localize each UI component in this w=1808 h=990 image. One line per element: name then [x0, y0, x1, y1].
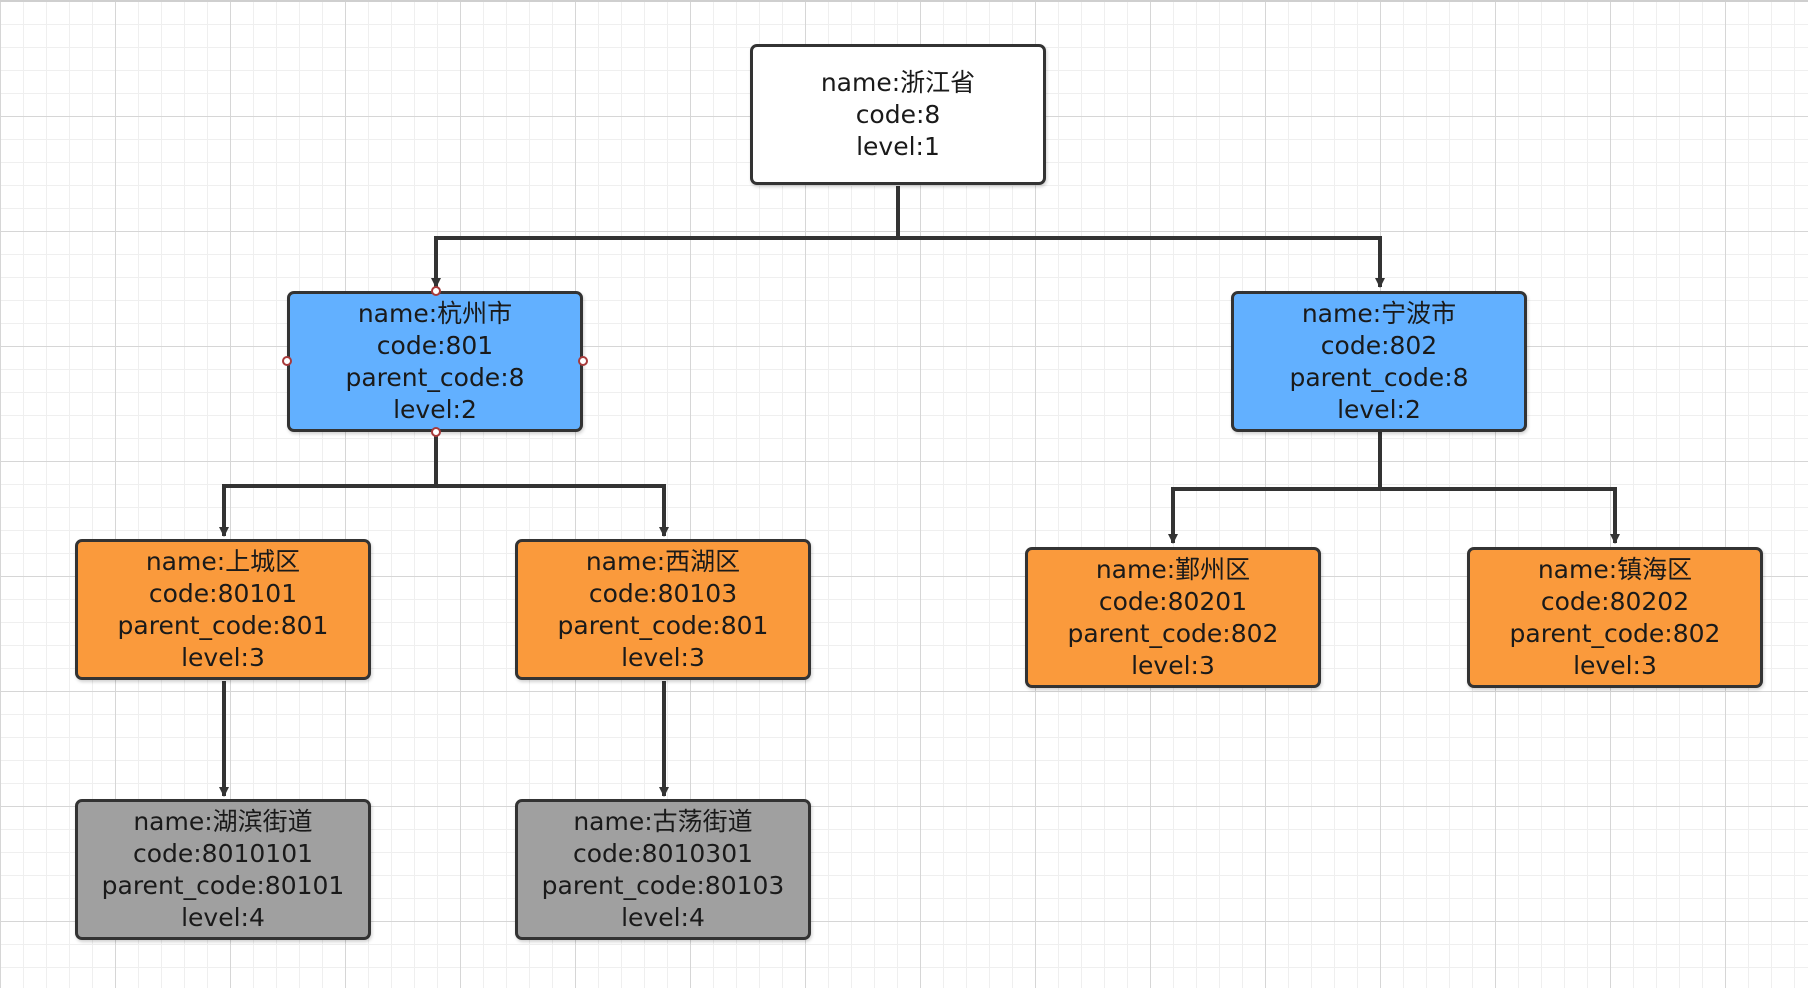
- node-name: name:上城区: [145, 546, 301, 576]
- edge-hangzhou-xihu: [436, 484, 669, 537]
- node-code: code:8: [855, 99, 941, 129]
- node-name: name:鄞州区: [1095, 554, 1251, 584]
- connection-handle-left[interactable]: [282, 356, 292, 366]
- edge-ningbo-zhenhai: [1380, 487, 1620, 544]
- node-shangcheng[interactable]: name:上城区 code:80101 parent_code:801 leve…: [75, 539, 371, 680]
- node-level: level:3: [621, 642, 705, 672]
- node-level: level:4: [181, 902, 265, 932]
- node-parent-code: parent_code:80101: [101, 870, 345, 900]
- node-name: name:西湖区: [585, 546, 741, 576]
- node-parent-code: parent_code:802: [1067, 618, 1279, 648]
- node-parent-code: parent_code:80103: [541, 870, 785, 900]
- node-level: level:1: [856, 131, 940, 161]
- node-level: level:3: [1573, 650, 1657, 680]
- node-hangzhou[interactable]: name:杭州市 code:801 parent_code:8 level:2: [287, 291, 583, 432]
- connection-handle-top[interactable]: [431, 286, 441, 296]
- connection-handle-bottom[interactable]: [431, 427, 441, 437]
- node-name: name:镇海区: [1537, 554, 1693, 584]
- node-level: level:3: [181, 642, 265, 672]
- node-parent-code: parent_code:801: [557, 610, 769, 640]
- node-code: code:80202: [1540, 586, 1690, 616]
- edge-hangzhou-shangcheng: [219, 432, 438, 537]
- node-level: level:2: [393, 394, 477, 424]
- node-code: code:8010301: [572, 838, 754, 868]
- node-parent-code: parent_code:802: [1509, 618, 1721, 648]
- node-yinzhou[interactable]: name:鄞州区 code:80201 parent_code:802 leve…: [1025, 547, 1321, 688]
- node-name: name:古荡街道: [573, 806, 753, 836]
- node-code: code:8010101: [132, 838, 314, 868]
- node-hubin[interactable]: name:湖滨街道 code:8010101 parent_code:80101…: [75, 799, 371, 940]
- node-zhejiang[interactable]: name:浙江省 code:8 level:1: [750, 44, 1046, 185]
- edge-zhejiang-ningbo: [898, 236, 1385, 288]
- node-parent-code: parent_code:8: [1289, 362, 1469, 392]
- node-gudang[interactable]: name:古荡街道 code:8010301 parent_code:80103…: [515, 799, 811, 940]
- node-parent-code: parent_code:8: [345, 362, 525, 392]
- node-code: code:80101: [148, 578, 298, 608]
- edge-ningbo-yinzhou: [1168, 432, 1382, 544]
- node-ningbo[interactable]: name:宁波市 code:802 parent_code:8 level:2: [1231, 291, 1527, 432]
- node-parent-code: parent_code:801: [117, 610, 329, 640]
- node-code: code:80103: [588, 578, 738, 608]
- node-xihu[interactable]: name:西湖区 code:80103 parent_code:801 leve…: [515, 539, 811, 680]
- connection-handle-right[interactable]: [578, 356, 588, 366]
- node-level: level:4: [621, 902, 705, 932]
- node-zhenhai[interactable]: name:镇海区 code:80202 parent_code:802 leve…: [1467, 547, 1763, 688]
- node-level: level:3: [1131, 650, 1215, 680]
- node-code: code:802: [1320, 330, 1438, 360]
- node-name: name:宁波市: [1301, 298, 1457, 328]
- node-code: code:80201: [1098, 586, 1248, 616]
- edge-zhejiang-hangzhou: [431, 186, 900, 288]
- node-level: level:2: [1337, 394, 1421, 424]
- node-name: name:杭州市: [357, 298, 513, 328]
- node-name: name:浙江省: [820, 67, 976, 97]
- node-code: code:801: [376, 330, 494, 360]
- node-name: name:湖滨街道: [133, 806, 313, 836]
